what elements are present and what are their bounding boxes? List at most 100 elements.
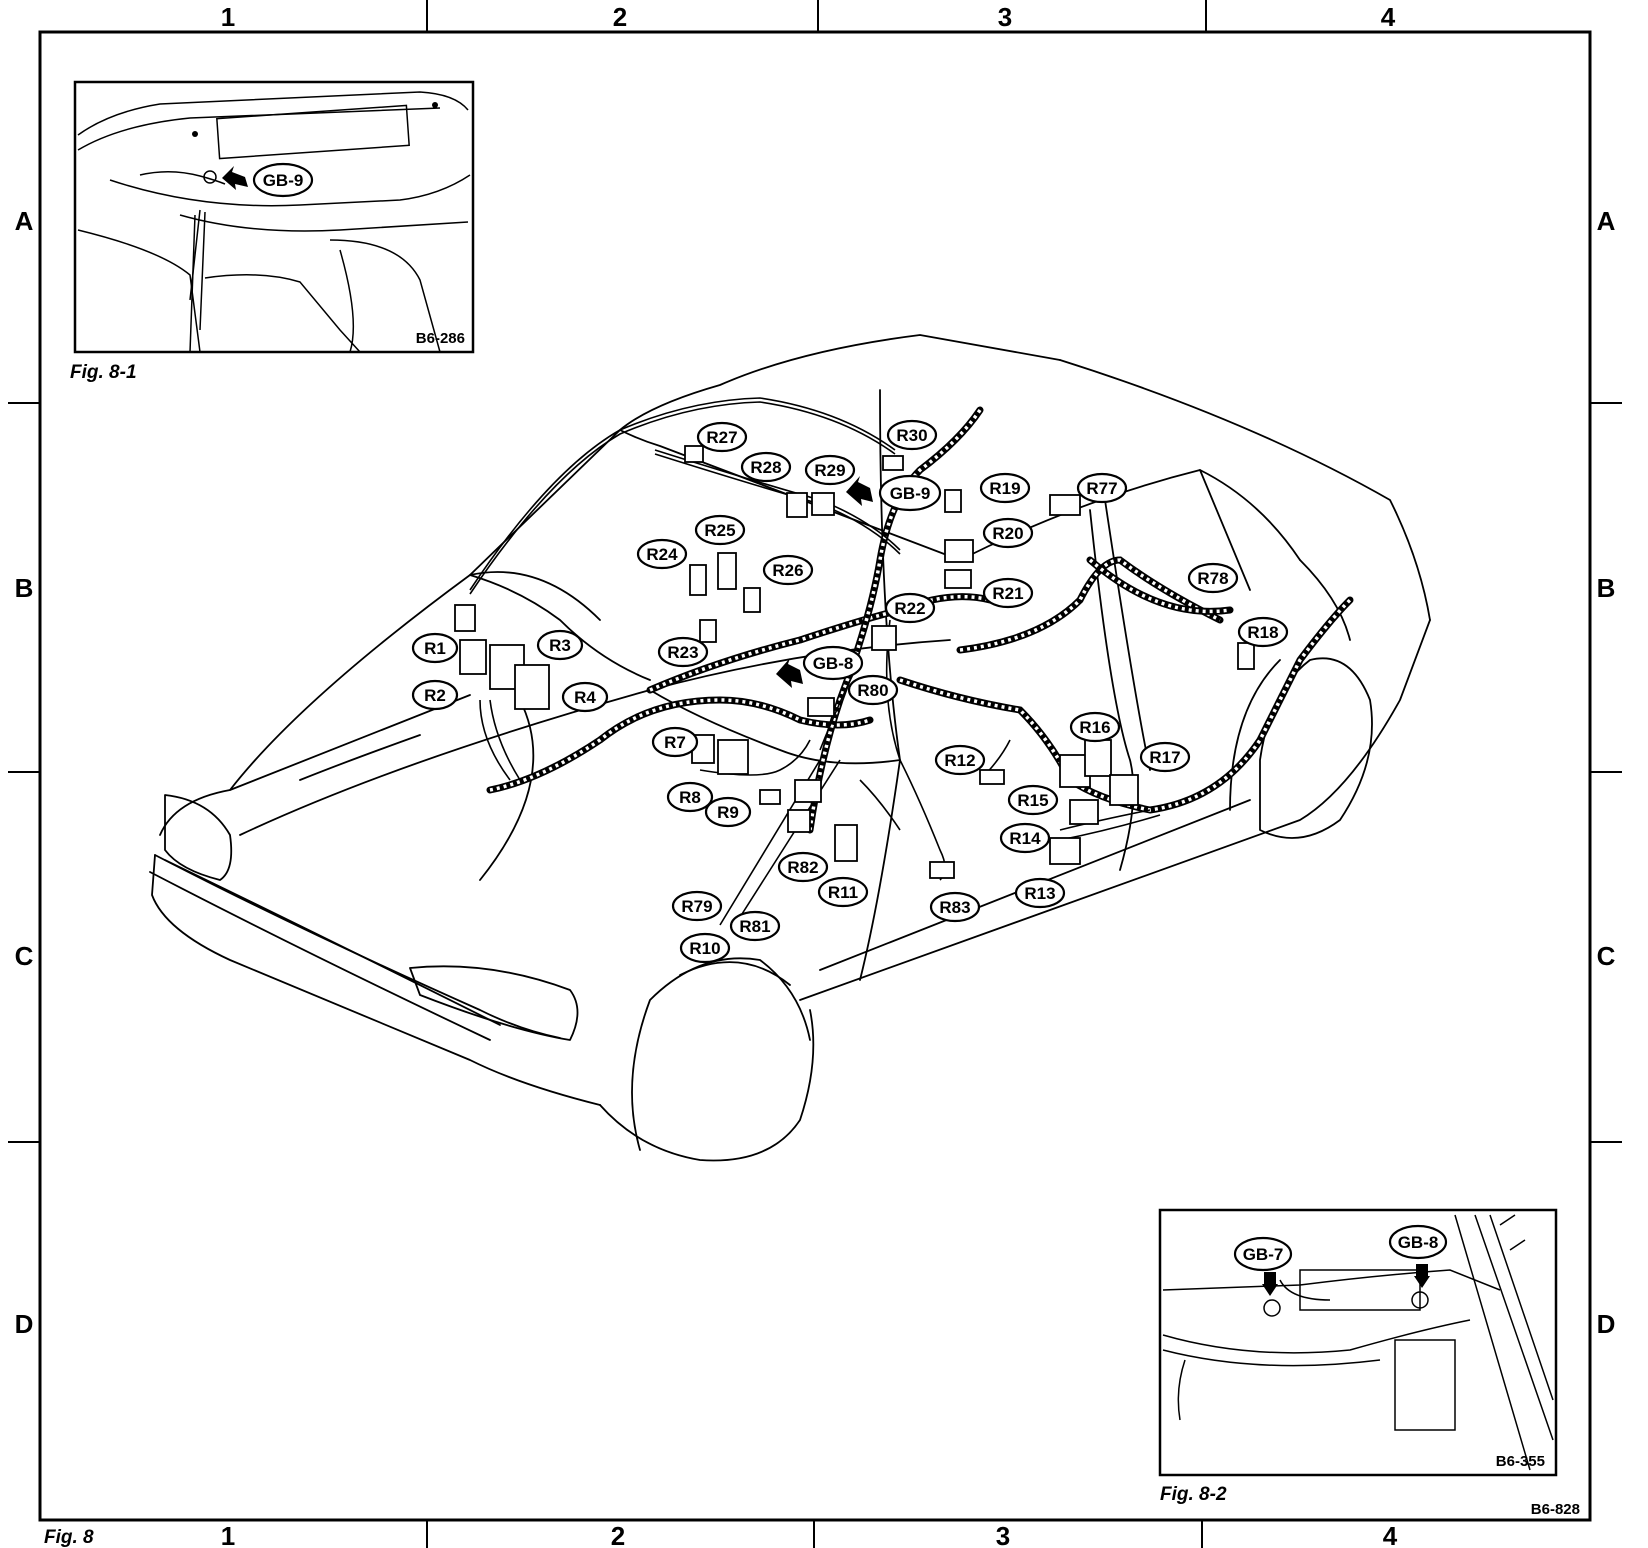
connector-r23 (699, 619, 717, 643)
callout-r10: R10 (679, 932, 731, 964)
svg-text:R13: R13 (1024, 884, 1055, 903)
callout-r9: R9 (704, 796, 752, 828)
callout-r82: R82 (777, 851, 829, 883)
grid-row-d-right: D (1597, 1309, 1616, 1339)
inset-8-2-code: B6-355 (1496, 1453, 1545, 1470)
svg-text:R24: R24 (646, 545, 678, 564)
svg-text:R22: R22 (894, 599, 925, 618)
grid-col-4-bottom: 4 (1383, 1521, 1398, 1548)
inset-8-2-drawing: GB-7 GB-8 (1162, 1214, 1554, 1471)
callout-r83: R83 (929, 891, 981, 923)
connector-r27 (684, 445, 704, 463)
callout-r78: R78 (1187, 562, 1239, 594)
callout-r7: R7 (651, 726, 699, 758)
grid-row-b: B (15, 573, 34, 603)
svg-text:R7: R7 (664, 733, 686, 752)
svg-text:R81: R81 (739, 917, 770, 936)
svg-text:GB-9: GB-9 (890, 484, 931, 503)
callouts: R1 R2 R3 R4 R7 R8 R9 R10 R11 R12 R13 R14… (411, 419, 1289, 964)
svg-text:R19: R19 (989, 479, 1020, 498)
connector-r83 (929, 861, 955, 879)
sheet-frame (8, 0, 1622, 1548)
callout-r26: R26 (762, 554, 814, 586)
connector-r11 (834, 824, 858, 862)
connector-r24 (689, 564, 707, 596)
callout-gb-9: GB-9 (878, 474, 942, 512)
connector-r80 (807, 697, 835, 717)
callout-r18: R18 (1237, 616, 1289, 648)
svg-text:R82: R82 (787, 858, 818, 877)
arrow-icon (1262, 1272, 1278, 1296)
callout-r25: R25 (694, 514, 746, 546)
inset-fig-8-1: GB-9 B6-286 Fig. 8-1 (70, 80, 475, 383)
callout-r21: R21 (982, 577, 1034, 609)
callout-r22: R22 (884, 592, 936, 624)
svg-text:R1: R1 (424, 639, 446, 658)
connector-r9 (759, 789, 781, 805)
callout-gb-7-inset-label: GB-7 (1243, 1245, 1284, 1264)
connector-r12 (979, 769, 1005, 785)
callout-r17: R17 (1139, 741, 1191, 773)
callout-gb-8-inset (1388, 1224, 1448, 1260)
svg-text:R4: R4 (574, 688, 596, 707)
inset-8-2-label: Fig. 8-2 (1160, 1484, 1227, 1505)
grid-col-2-bottom: 2 (611, 1521, 625, 1548)
connector-r26 (743, 587, 761, 613)
grid-col-3-bottom: 3 (996, 1521, 1010, 1548)
grid-row-labels-left: A B C D (15, 206, 34, 1339)
connector-r82 (787, 809, 811, 833)
callout-gb-8: GB-8 (802, 645, 864, 681)
connector-r14 (1069, 799, 1099, 825)
svg-text:R17: R17 (1149, 748, 1180, 767)
callout-r20: R20 (982, 517, 1034, 549)
connector-r77 (1049, 494, 1081, 516)
svg-text:R23: R23 (667, 643, 698, 662)
callout-r28: R28 (740, 451, 792, 483)
connector-r30 (882, 455, 904, 471)
connector-r22 (871, 625, 897, 651)
figure-code: B6-828 (1531, 1501, 1580, 1518)
connector-r17 (1109, 774, 1139, 806)
callout-r24: R24 (636, 538, 688, 570)
connector-r1 (454, 604, 476, 632)
svg-text:R26: R26 (772, 561, 803, 580)
callout-r1: R1 (411, 632, 459, 664)
connector-r18 (1237, 642, 1255, 670)
svg-text:R27: R27 (706, 428, 737, 447)
connector-r2 (459, 639, 487, 675)
svg-text:R29: R29 (814, 461, 845, 480)
callout-r79: R79 (671, 890, 723, 922)
connector-r10 (794, 779, 822, 803)
connector-r29 (811, 492, 835, 516)
svg-text:R83: R83 (939, 898, 970, 917)
svg-text:R18: R18 (1247, 623, 1278, 642)
callout-r4: R4 (561, 681, 609, 713)
svg-text:R80: R80 (857, 681, 888, 700)
svg-text:R77: R77 (1086, 479, 1117, 498)
svg-text:R12: R12 (944, 751, 975, 770)
svg-text:R78: R78 (1197, 569, 1228, 588)
connector-r16 (1084, 739, 1112, 777)
car-body (149, 334, 1431, 1162)
callout-r15: R15 (1007, 784, 1059, 816)
grid-row-c-right: C (1597, 941, 1616, 971)
callout-r16: R16 (1069, 711, 1121, 743)
callout-gb-9-inset (252, 162, 314, 198)
grid-col-1: 1 (221, 2, 235, 32)
svg-text:R20: R20 (992, 524, 1023, 543)
grid-row-a: A (15, 206, 34, 236)
grid-col-2: 2 (613, 2, 627, 32)
grid-row-c: C (15, 941, 34, 971)
inset-8-1-label: Fig. 8-1 (70, 362, 137, 383)
callout-r12: R12 (934, 744, 986, 776)
svg-text:R15: R15 (1017, 791, 1048, 810)
connector-r25 (717, 552, 737, 590)
callout-r2: R2 (411, 679, 459, 711)
callout-r27: R27 (696, 421, 748, 453)
svg-text:R25: R25 (704, 521, 735, 540)
grid-row-a-right: A (1597, 206, 1616, 236)
svg-text:R21: R21 (992, 584, 1023, 603)
connectors (454, 445, 1255, 879)
connector-r19 (944, 489, 962, 513)
arrow-icon (222, 166, 248, 190)
